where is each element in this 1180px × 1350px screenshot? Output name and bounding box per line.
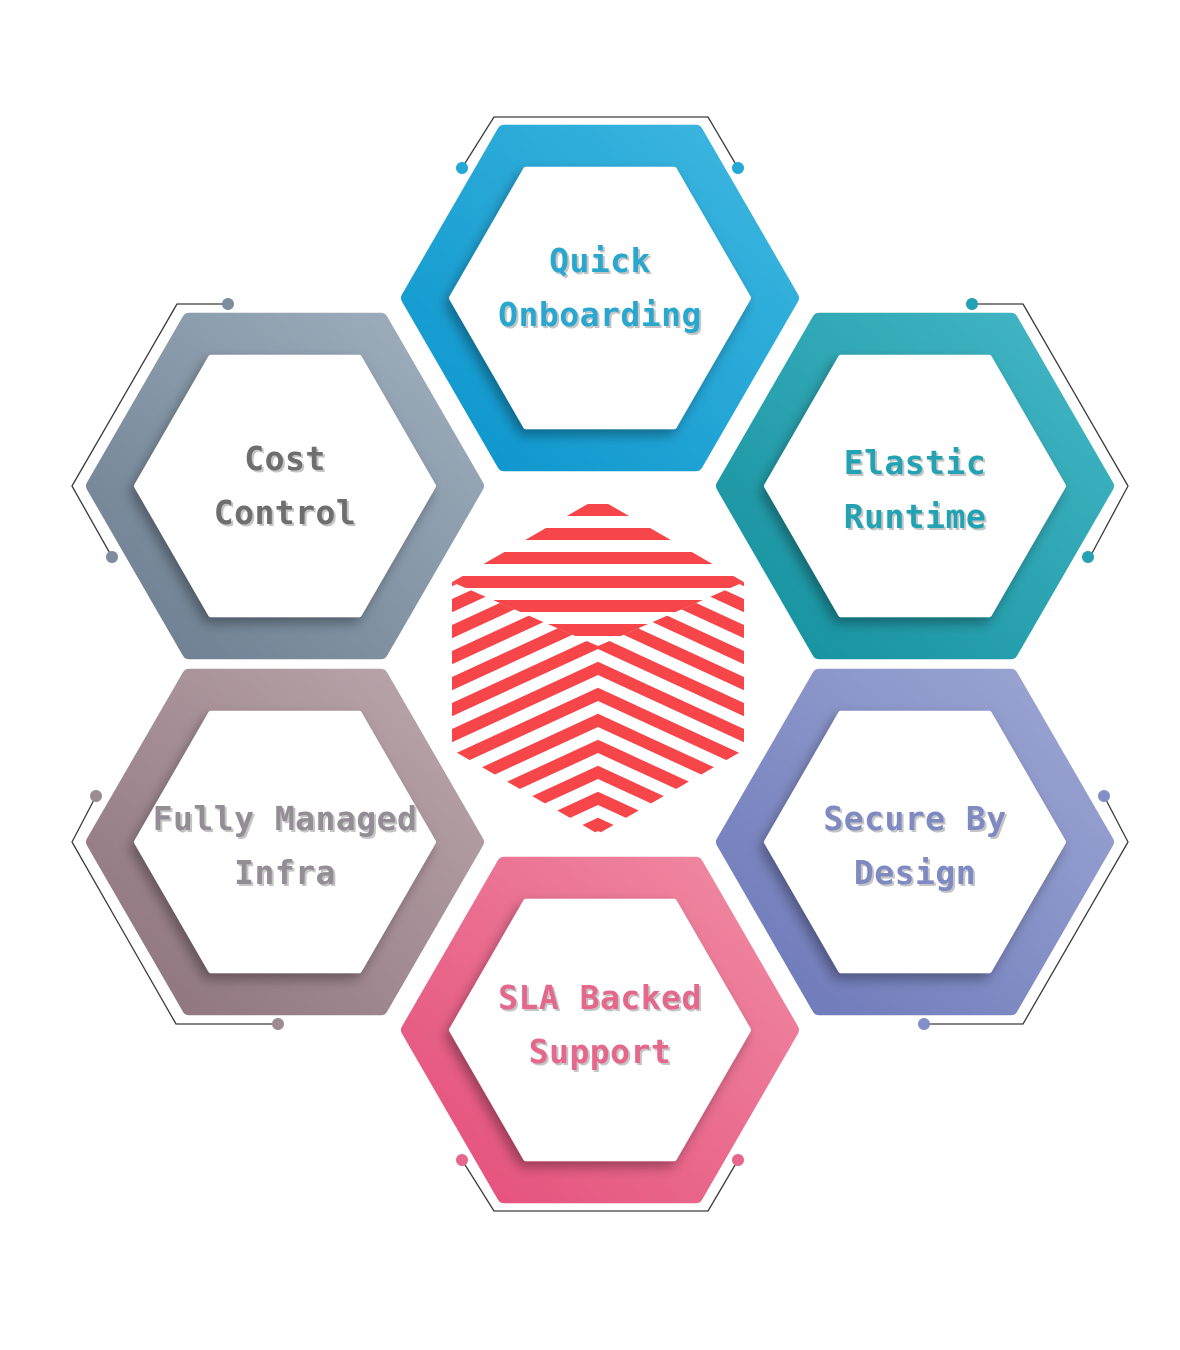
logo-stripe [598, 644, 744, 760]
label-line: Infra [234, 853, 336, 892]
hexagon-label-secure-by-design: Secure By Design [765, 792, 1065, 900]
connector-line [924, 795, 1129, 1025]
hexagon-inner-panel [134, 354, 436, 618]
hexagon-label-cost-control: Cost Control [135, 432, 435, 540]
logo-stripe [598, 618, 744, 734]
connector-line [461, 1159, 739, 1212]
logo-stripe [598, 670, 744, 786]
connector-dot [732, 1154, 744, 1166]
label-line: Control [213, 493, 357, 532]
logo-stripe [598, 722, 744, 834]
hexagon-inner-panel [764, 354, 1066, 618]
logo-stripe [598, 592, 744, 708]
logo-stripe [452, 576, 744, 588]
hexagon-elastic-runtime [716, 312, 1114, 660]
hexagon-sla-backed-support [401, 856, 799, 1204]
hexagon-inner-panel [764, 710, 1066, 974]
logo-stripe [452, 696, 598, 812]
hexagon-fully-managed-infra [86, 668, 484, 1016]
connector-line [972, 303, 1129, 558]
connector-dot [90, 790, 102, 802]
label-line: SLA Backed [498, 978, 702, 1017]
connector-dot [732, 162, 744, 174]
logo-stripe [452, 552, 744, 564]
connector-line [461, 116, 739, 169]
connector-dot [456, 1154, 468, 1166]
connector-dot [1082, 551, 1094, 563]
label-line: Support [528, 1032, 672, 1071]
logo-stripe [598, 696, 744, 812]
logo-stripe [452, 504, 744, 516]
hexagon-inner-panel [134, 710, 436, 974]
logo-stripe [598, 582, 744, 682]
label-line: Onboarding [498, 295, 702, 334]
logo-stripe [452, 592, 598, 708]
connector-dot [222, 298, 234, 310]
hexagon-quick-onboarding [401, 124, 799, 472]
label-line: Design [853, 853, 977, 892]
hexagon-cost-control [86, 312, 484, 660]
connector-dot [918, 1018, 930, 1030]
connector-line [71, 303, 228, 558]
label-line: Elastic [843, 443, 987, 482]
logo-stripe [452, 644, 598, 760]
logo-stripe [452, 722, 598, 834]
label-line: Runtime [843, 497, 987, 536]
label-line: Fully Managed [152, 799, 418, 838]
connector-dot [106, 551, 118, 563]
hexagon-inner-panel [449, 898, 751, 1162]
hexagon-label-sla-backed-support: SLA Backed Support [450, 971, 750, 1079]
connector-dot [1098, 790, 1110, 802]
connector-dot [456, 162, 468, 174]
hexagon-group [86, 124, 1114, 1204]
connector-dot [272, 1018, 284, 1030]
hexagon-label-elastic-runtime: Elastic Runtime [765, 436, 1065, 544]
hexagon-label-fully-managed-infra: Fully Managed Infra [135, 792, 435, 900]
logo-stripe [452, 618, 598, 734]
connector-lines [71, 116, 1129, 1212]
hexagon-inner-panel [449, 166, 751, 430]
logo-stripe [452, 600, 744, 612]
label-line: Quick [549, 241, 651, 280]
logo-stripe [452, 582, 598, 682]
connector-dot [966, 298, 978, 310]
logo-stripe [452, 670, 598, 786]
hexagon-secure-by-design [716, 668, 1114, 1016]
label-line: Cost [244, 439, 326, 478]
connector-line [71, 795, 278, 1025]
hexagon-label-quick-onboarding: Quick Onboarding [450, 234, 750, 342]
logo-stripe [452, 528, 744, 540]
label-line: Secure By [823, 799, 1007, 838]
